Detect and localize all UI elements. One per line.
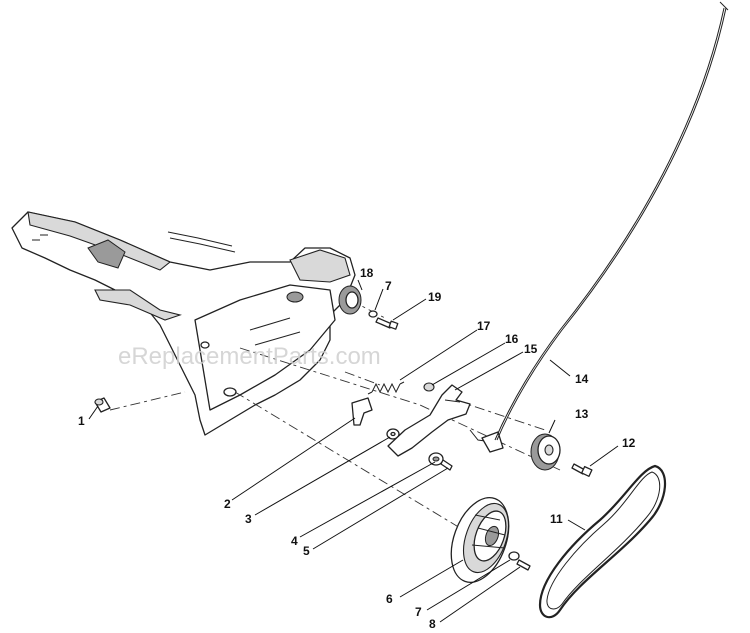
part-8-bolt [516, 559, 531, 571]
callout-7-upper: 7 [385, 279, 392, 293]
part-6-large-pulley [450, 497, 510, 583]
callout-3: 3 [245, 512, 252, 526]
callout-13: 13 [575, 407, 589, 421]
callout-19: 19 [428, 290, 442, 304]
callout-7-lower: 7 [415, 605, 422, 619]
callout-5: 5 [303, 544, 310, 558]
part-7-washer-lower [508, 551, 520, 561]
part-18-bearing [338, 285, 362, 315]
callout-17: 17 [477, 319, 491, 333]
callout-18: 18 [360, 266, 374, 280]
part-19-bolt [375, 317, 399, 330]
callout-2: 2 [224, 497, 231, 511]
part-7-washer-upper [368, 310, 378, 318]
part-17-spring [367, 381, 405, 395]
watermark-text: eReplacementParts.com [118, 343, 381, 370]
callout-12: 12 [622, 436, 636, 450]
part-12-bolt [571, 463, 593, 477]
part-15-idler-arm [387, 384, 504, 457]
part-11-drive-belt [538, 464, 667, 619]
part-13-pulley [530, 433, 561, 471]
part-1-bushing [94, 397, 111, 413]
leader-lines [88, 279, 619, 623]
callout-1: 1 [78, 414, 85, 428]
part-16-nut [423, 382, 435, 392]
callout-11: 11 [550, 512, 563, 526]
part-4-5-washer-bolt [428, 452, 453, 471]
callout-numbers: 1 2 3 4 5 6 7 8 11 12 13 14 15 16 17 18 … [78, 266, 636, 631]
callout-8: 8 [429, 617, 436, 631]
callout-4: 4 [291, 534, 298, 548]
callout-16: 16 [505, 332, 519, 346]
tiller-frame-housing [11, 211, 356, 436]
callout-15: 15 [524, 342, 538, 356]
callout-14: 14 [575, 372, 589, 386]
part-14-control-cable [494, 1, 729, 441]
callout-6: 6 [386, 592, 393, 606]
part-2-bracket [351, 397, 373, 426]
part-3-washer [386, 428, 400, 440]
